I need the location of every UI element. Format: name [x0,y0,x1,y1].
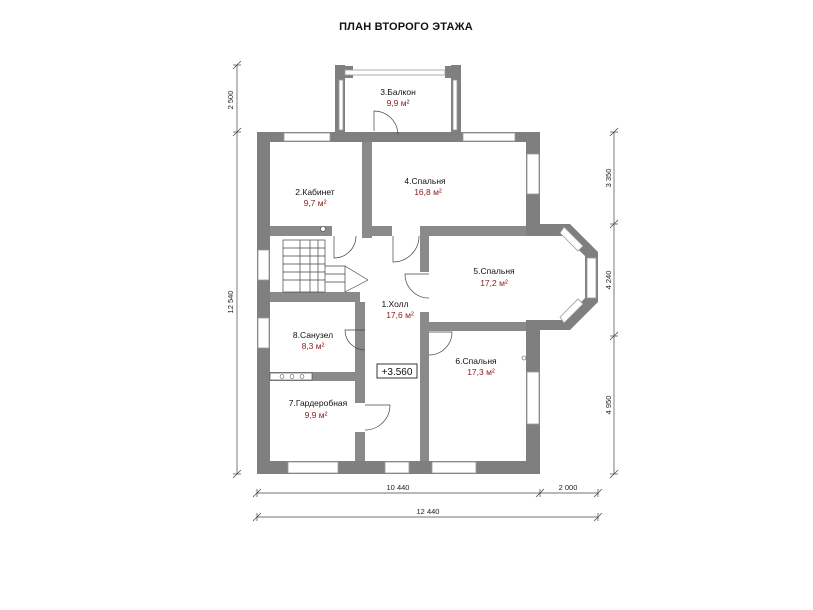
door-wardrobe [364,404,391,431]
room-name-wardrobe: 7.Гардеробная [289,398,348,408]
window-wardrobe-bottom [287,461,339,474]
room-name-hall: 1.Холл [381,299,408,309]
dim-left-total: 12 540 [226,291,235,314]
wall-cabinet-bedroom4 [362,142,372,238]
wall-under-bedroom4-b [420,226,526,236]
window-bedroom6-right [526,371,540,425]
room-labels: 1.Холл 17,6 м² 2.Кабинет 9,7 м² 3.Балкон… [289,87,515,420]
room-area-bathroom: 8,3 м² [302,341,325,351]
level-mark: +3.560 [376,363,418,379]
room-name-bedroom6: 6.Спальня [455,356,497,366]
room-area-hall: 17,6 м² [386,310,414,320]
wall-bedroom6-left [420,331,429,461]
balcony-glazing-right [452,79,458,131]
room-name-bedroom4: 4.Спальня [404,176,446,186]
dim-bottom-total: 12 440 [417,507,440,516]
room-area-wardrobe: 9,9 м² [305,410,328,420]
dim-right-top: 3 350 [604,169,613,188]
dim-right-bottom: 4 950 [604,396,613,415]
room-area-bedroom4: 16,8 м² [414,187,442,197]
wall-under-cabinet [270,226,332,236]
staircase [269,226,527,381]
dim-right-middle: 4 240 [604,271,613,290]
room-area-balcony: 9,9 м² [387,98,410,108]
room-area-cabinet: 9,7 м² [304,198,327,208]
dim-left-balcony: 2 500 [226,91,235,110]
wall-above-bathroom [270,292,360,302]
door-bathroom [344,329,366,351]
dimension-lines [232,60,619,522]
wall-top [257,132,540,142]
balcony-post-right [445,66,461,78]
window-bedroom4-top [462,132,516,142]
wall-wardrobe-right-b [355,432,365,461]
door-cabinet [333,235,357,259]
level-mark-text: +3.560 [382,367,413,378]
window-stair [257,249,270,281]
window-bathroom [257,317,270,349]
balcony-glazing-left [338,79,344,131]
balcony-glazing-top [344,69,446,76]
window-bedroom4-right [526,153,540,195]
room-area-bedroom6: 17,3 м² [467,367,495,377]
room-name-bedroom5: 5.Спальня [473,266,515,276]
room-area-bedroom5: 17,2 м² [480,278,508,288]
dim-bottom-main: 10 440 [387,483,410,492]
window-bay-middle [586,257,597,299]
dim-bottom-bay: 2 000 [559,483,578,492]
room-name-bathroom: 8.Санузел [293,330,333,340]
wall-under-bedroom4-a [372,226,392,236]
window-bay-upper [559,226,584,252]
doors [333,110,453,431]
door-bedroom5 [404,273,430,299]
door-balcony [373,110,399,136]
door-bedroom4 [392,235,420,263]
window-bay-lower [559,298,584,324]
wall-wardrobe-right-a [355,381,365,403]
wall-bathroom-right [355,302,365,372]
room-name-cabinet: 2.Кабинет [295,187,335,197]
wall-left [257,132,270,474]
window-bedroom6-bottom [431,461,477,474]
door-bedroom6 [428,331,453,356]
wall-bedroom5-left-a [420,236,429,272]
wall-bathroom-wardrobe [270,372,365,381]
dimension-labels: 2 500 12 540 3 350 4 240 4 950 10 440 2 … [226,91,613,516]
window-hall-bottom [384,461,410,474]
windows [257,69,597,474]
room-name-balcony: 3.Балкон [380,87,416,97]
wall-bedroom5-6 [420,322,526,331]
window-cabinet [283,132,331,142]
plan-title: ПЛАН ВТОРОГО ЭТАЖА [339,21,473,33]
